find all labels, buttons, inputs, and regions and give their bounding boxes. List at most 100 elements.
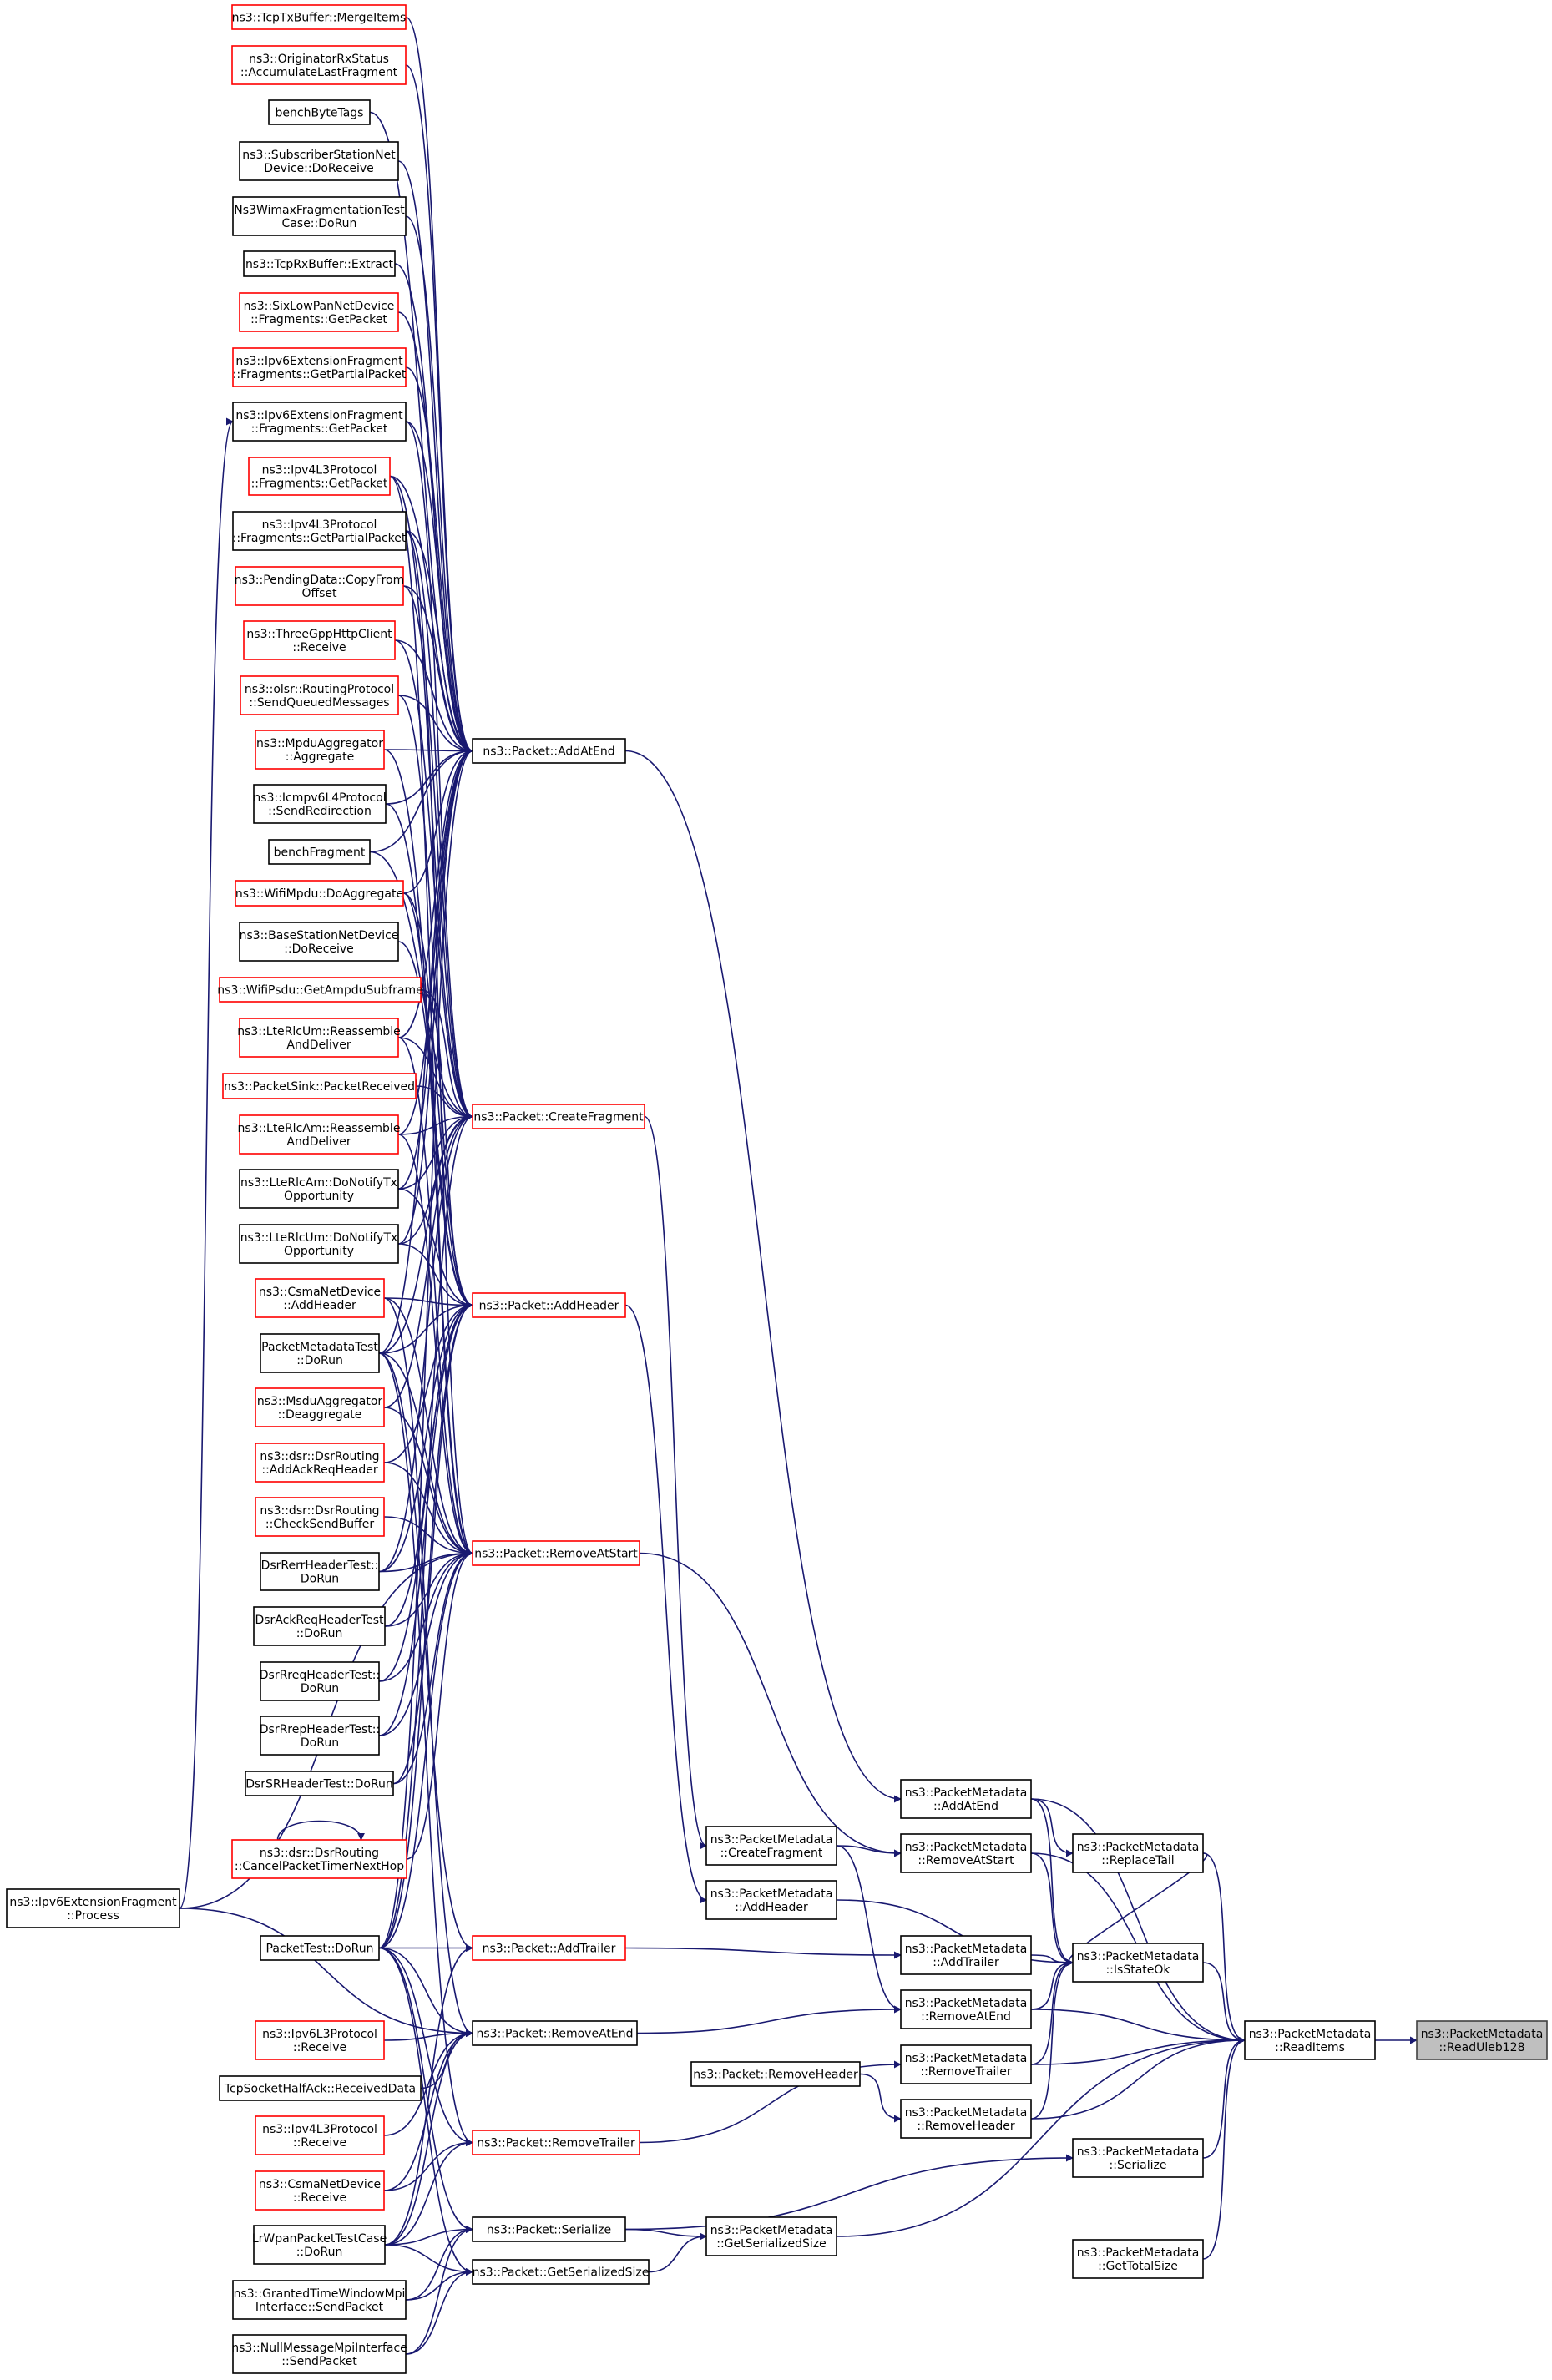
node-tcp-socket-half-ack[interactable]: TcpSocketHalfAck::ReceivedData (219, 2075, 422, 2101)
node-pm-add-trailer[interactable]: ns3::PacketMetadata::AddTrailer (900, 1935, 1032, 1975)
node-pm-is-state-ok[interactable]: ns3::PacketMetadata::IsStateOk (1072, 1943, 1204, 1983)
node-pm-remove-at-start[interactable]: ns3::PacketMetadata::RemoveAtStart (900, 1833, 1032, 1873)
node-csma-receive[interactable]: ns3::CsmaNetDevice::Receive (255, 2170, 385, 2211)
node-packet-remove-trailer[interactable]: ns3::Packet::RemoveTrailer (472, 2130, 640, 2155)
edge-packet-test-do-run-to-packet-serialize (378, 1947, 473, 2233)
node-box (472, 1292, 626, 1318)
node-box (231, 45, 407, 85)
node-box (255, 2170, 385, 2211)
call-edge (1030, 1852, 1074, 1967)
node-pm-create-fragment[interactable]: ns3::PacketMetadata::CreateFragment (705, 1826, 837, 1866)
node-csma-add-header[interactable]: ns3::CsmaNetDevice::AddHeader (255, 1278, 385, 1318)
node-null-message-send[interactable]: ns3::NullMessageMpiInterface::SendPacket (231, 2334, 407, 2374)
edge-three-gpp-to-packet-add-at-end (394, 639, 473, 755)
node-lr-wpan-test[interactable]: LrWpanPacketTestCase::DoRun (252, 2225, 387, 2265)
node-wifi-mpdu-agg[interactable]: ns3::WifiMpdu::DoAggregate (235, 880, 404, 907)
node-label: ::RemoveAtEnd (921, 2010, 1011, 2024)
node-olsr-send[interactable]: ns3::olsr::RoutingProtocol::SendQueuedMe… (240, 675, 399, 715)
node-label: ::Receive (293, 2041, 346, 2054)
edge-pm-get-serialized-size-to-pm-read-items (836, 2036, 1246, 2237)
node-packet-remove-at-start[interactable]: ns3::Packet::RemoveAtStart (472, 1540, 640, 1566)
node-pm-get-serialized-size[interactable]: ns3::PacketMetadata::GetSerializedSize (705, 2216, 837, 2256)
node-base-station-do-receive[interactable]: ns3::BaseStationNetDevice::DoReceive (239, 922, 399, 962)
node-dsr-add-ack[interactable]: ns3::dsr::DsrRouting::AddAckReqHeader (255, 1443, 385, 1483)
node-packet-sink-received[interactable]: ns3::PacketSink::PacketReceived (222, 1073, 417, 1099)
node-pm-serialize[interactable]: ns3::PacketMetadata::Serialize (1072, 2138, 1204, 2178)
node-ipv4-l3-receive[interactable]: ns3::Ipv4L3Protocol::Receive (255, 2115, 385, 2155)
node-icmpv6-redirect[interactable]: ns3::Icmpv6L4Protocol::SendRedirection (253, 784, 387, 824)
node-packet-serialize[interactable]: ns3::Packet::Serialize (472, 2216, 626, 2242)
call-edge (384, 1944, 473, 2246)
edge-pm-add-at-end-to-pm-read-items (1030, 1798, 1246, 2044)
node-six-low-pan-get-packet[interactable]: ns3::SixLowPanNetDevice::Fragments::GetP… (239, 292, 399, 332)
call-edge (383, 1297, 473, 1309)
node-packet-test-do-run[interactable]: PacketTest::DoRun (260, 1935, 380, 1961)
edge-dsr-check-send-to-packet-remove-at-start (383, 1516, 473, 1557)
node-mpdu-aggregate[interactable]: ns3::MpduAggregator::Aggregate (255, 730, 385, 770)
node-subscriber-do-receive[interactable]: ns3::SubscriberStationNetDevice::DoRecei… (239, 141, 399, 181)
node-label: DoRun (301, 1736, 339, 1750)
node-packet-add-header[interactable]: ns3::Packet::AddHeader (472, 1292, 626, 1318)
node-pm-add-at-end[interactable]: ns3::PacketMetadata::AddAtEnd (900, 1779, 1032, 1819)
node-accumulate[interactable]: ns3::OriginatorRxStatus::AccumulateLastF… (231, 45, 407, 85)
node-packet-remove-header[interactable]: ns3::Packet::RemoveHeader (690, 2061, 861, 2087)
node-granted-time-send[interactable]: ns3::GrantedTimeWindowMpiInterface::Send… (232, 2280, 407, 2320)
node-pm-add-header[interactable]: ns3::PacketMetadata::AddHeader (705, 1880, 837, 1920)
node-packet-get-serialized-size[interactable]: ns3::Packet::GetSerializedSize (472, 2259, 650, 2285)
node-ipv6-ext-process[interactable]: ns3::Ipv6ExtensionFragment::Process (6, 1888, 180, 1928)
node-packet-add-trailer[interactable]: ns3::Packet::AddTrailer (472, 1935, 626, 1961)
node-box (255, 2020, 385, 2060)
node-label: DsrRreqHeaderTest:: (260, 1669, 380, 1682)
node-msdu-deaggregate[interactable]: ns3::MsduAggregator::Deaggregate (255, 1387, 385, 1427)
node-ipv4-frag-get-packet[interactable]: ns3::Ipv4L3Protocol::Fragments::GetPacke… (248, 457, 391, 496)
node-dsr-check-send[interactable]: ns3::dsr::DsrRouting::CheckSendBuffer (255, 1497, 385, 1537)
node-label: ns3::Ipv6L3Protocol (262, 2028, 377, 2041)
node-three-gpp[interactable]: ns3::ThreeGppHttpClient::Receive (243, 620, 396, 660)
node-ipv6-l3-receive[interactable]: ns3::Ipv6L3Protocol::Receive (255, 2020, 385, 2060)
node-tcp-rx-extract[interactable]: ns3::TcpRxBuffer::Extract (243, 250, 396, 277)
node-dsr-srtest[interactable]: DsrSRHeaderTest::DoRun (245, 1771, 394, 1796)
node-label: ::AddHeader (283, 1299, 356, 1312)
node-pm-remove-at-end[interactable]: ns3::PacketMetadata::RemoveAtEnd (900, 1989, 1032, 2029)
edge-packet-remove-at-start-to-pm-remove-at-start (639, 1552, 902, 1857)
node-box (231, 4, 407, 30)
node-pm-remove-trailer[interactable]: ns3::PacketMetadata::RemoveTrailer (900, 2044, 1032, 2084)
node-bench-fragment[interactable]: benchFragment (268, 839, 371, 865)
node-dsr-ack-req-test[interactable]: DsrAckReqHeaderTest::DoRun (253, 1606, 386, 1646)
node-label: Interface::SendPacket (255, 2301, 384, 2314)
node-packet-create-fragment[interactable]: ns3::Packet::CreateFragment (472, 1104, 645, 1129)
node-label: DsrRerrHeaderTest:: (261, 1559, 379, 1573)
node-label: ns3::LteRlcAm::DoNotifyTx (240, 1176, 397, 1190)
node-box (232, 196, 407, 236)
node-label: ::CancelPacketTimerNextHop (235, 1860, 404, 1873)
node-dsr-rerr-test[interactable]: DsrRerrHeaderTest::DoRun (260, 1552, 380, 1591)
node-dsr-cancel-timer[interactable]: ns3::dsr::DsrRouting::CancelPacketTimerN… (231, 1839, 407, 1879)
node-dsr-rreq-test[interactable]: DsrRreqHeaderTest::DoRun (260, 1661, 380, 1701)
call-edge (406, 1549, 473, 1860)
node-merge-items[interactable]: ns3::TcpTxBuffer::MergeItems (231, 4, 407, 30)
node-ipv4-frag-get-partial[interactable]: ns3::Ipv4L3Protocol::Fragments::GetParti… (232, 511, 407, 551)
node-pm-replace-tail[interactable]: ns3::PacketMetadata::ReplaceTail (1072, 1833, 1204, 1873)
node-pm-read-items[interactable]: ns3::PacketMetadata::ReadItems (1244, 2020, 1376, 2060)
node-label: ns3::SixLowPanNetDevice (244, 300, 395, 313)
node-pm-remove-header[interactable]: ns3::PacketMetadata::RemoveHeader (900, 2099, 1032, 2139)
node-packet-add-at-end[interactable]: ns3::Packet::AddAtEnd (472, 738, 626, 764)
node-wifi-psdu-get-ampdu[interactable]: ns3::WifiPsdu::GetAmpduSubframe (217, 977, 423, 1003)
node-packet-remove-at-end[interactable]: ns3::Packet::RemoveAtEnd (472, 2020, 638, 2046)
node-pm-get-total-size[interactable]: ns3::PacketMetadata::GetTotalSize (1072, 2239, 1204, 2279)
node-ipv6-ext-get-partial[interactable]: ns3::Ipv6ExtensionFragment::Fragments::G… (232, 347, 407, 387)
node-packet-metadata-test[interactable]: PacketMetadataTest::DoRun (260, 1333, 380, 1373)
node-ipv6-ext-get-packet[interactable]: ns3::Ipv6ExtensionFragment::Fragments::G… (232, 402, 407, 442)
edge-ipv4-frag-get-partial-to-packet-remove-at-start (405, 530, 473, 1557)
node-label: ns3::Ipv4L3Protocol (262, 464, 377, 478)
node-box (268, 99, 371, 125)
edge-lte-um-reassemble-to-packet-remove-at-start (397, 1037, 473, 1557)
node-dsr-rrep-test[interactable]: DsrRrepHeaderTest::DoRun (260, 1716, 380, 1756)
node-bench-byte-tags[interactable]: benchByteTags (268, 99, 371, 125)
